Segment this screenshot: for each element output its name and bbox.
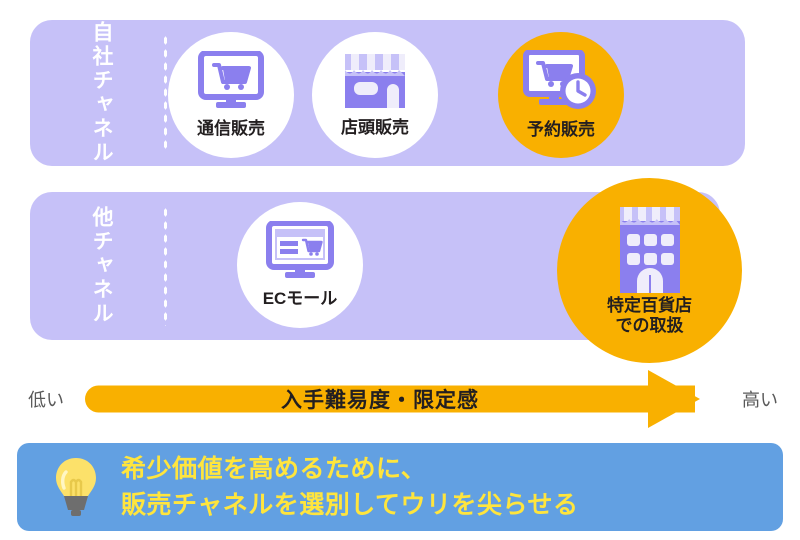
takeaway-line2: 販売チャネルを選別してウリを尖らせる bbox=[121, 491, 579, 519]
channel-node-department-store[interactable]: 特定百貨店 での取扱 bbox=[557, 178, 742, 363]
arrow-high-label: 高い bbox=[742, 390, 778, 410]
takeaway-text: 希少価値を高めるために、 販売チャネルを選別してウリを尖らせる bbox=[121, 451, 579, 524]
own-channel-label: 自社チャネル bbox=[90, 21, 114, 165]
dotted-divider-icon bbox=[163, 206, 168, 326]
monitor-cart-clock-icon bbox=[523, 49, 599, 112]
channel-node-tentou[interactable]: 店頭販売 bbox=[312, 32, 438, 158]
channel-node-label-line1: 特定百貨店 bbox=[607, 295, 692, 315]
takeaway-line1: 希少価値を高めるために、 bbox=[121, 454, 427, 483]
lightbulb-icon bbox=[53, 456, 99, 518]
department-store-icon bbox=[615, 205, 685, 293]
channel-node-ecmall[interactable]: ECモール bbox=[237, 202, 363, 328]
channel-node-label: 通信販売 bbox=[197, 119, 265, 138]
channel-node-label-line2: での取扱 bbox=[615, 316, 684, 335]
other-channel-label: 他チャネル bbox=[90, 206, 114, 326]
channel-node-yoyaku[interactable]: 予約販売 bbox=[498, 32, 624, 158]
channel-node-label: 予約販売 bbox=[527, 120, 595, 139]
dotted-divider-icon bbox=[163, 34, 168, 152]
channel-node-label: 店頭販売 bbox=[341, 118, 409, 137]
channel-node-label: ECモール bbox=[262, 289, 338, 308]
arrow-low-label: 低い bbox=[28, 390, 64, 410]
arrow-bar bbox=[85, 385, 695, 413]
difficulty-scale-arrow: 低い 入手難易度・限定感 高い bbox=[0, 368, 800, 430]
arrow-head-icon bbox=[648, 370, 700, 428]
takeaway-banner: 希少価値を高めるために、 販売チャネルを選別してウリを尖らせる bbox=[17, 443, 783, 531]
arrow-bar-label: 入手難易度・限定感 bbox=[281, 389, 479, 412]
browser-cart-icon bbox=[266, 220, 334, 281]
monitor-cart-icon bbox=[198, 50, 264, 111]
channel-node-label: 特定百貨店 での取扱 bbox=[607, 296, 692, 336]
storefront-icon bbox=[343, 52, 407, 110]
channel-node-tsushin[interactable]: 通信販売 bbox=[168, 32, 294, 158]
